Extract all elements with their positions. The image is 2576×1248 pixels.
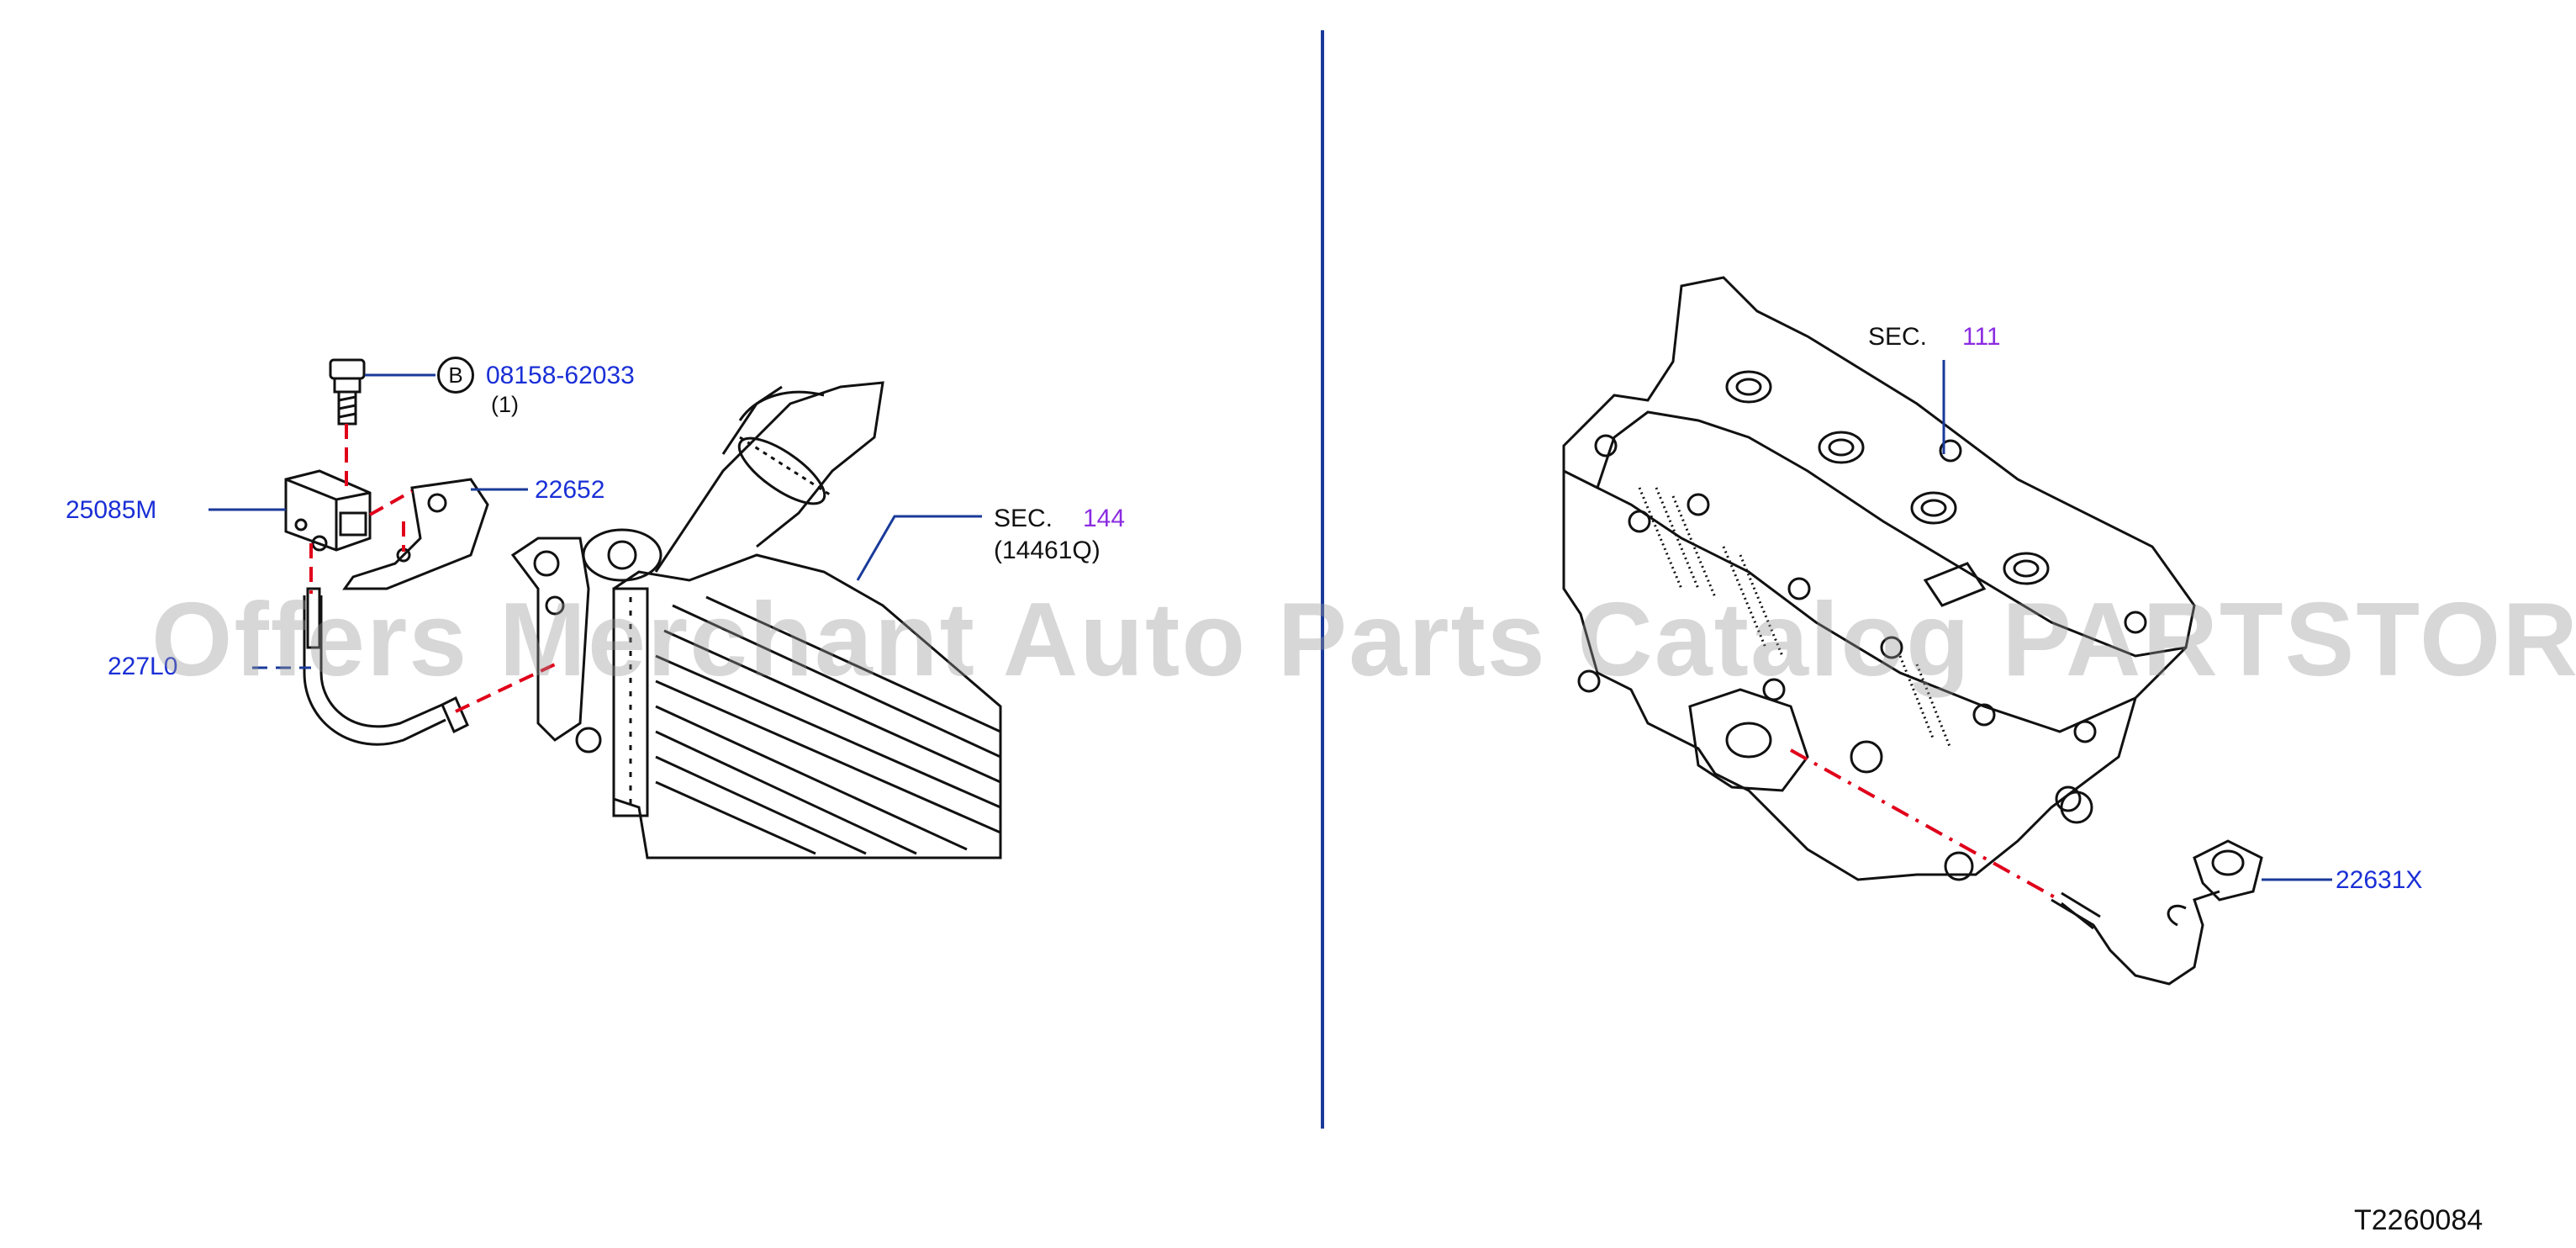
hose-part-number[interactable]: 227L0 xyxy=(108,653,178,680)
left-section-sub: (14461Q) xyxy=(994,537,1101,564)
bolt-callout-circle: B xyxy=(437,357,474,394)
hose-drawing xyxy=(303,587,469,746)
temp-sensor-part-number[interactable]: 22631X xyxy=(2336,866,2423,894)
cylinder-head-drawing xyxy=(1562,276,2263,986)
intercooler-drawing xyxy=(510,381,1002,859)
left-section-label: SEC. xyxy=(994,505,1053,532)
right-callout-leaders xyxy=(1942,360,2332,881)
right-assembly-line xyxy=(1790,748,2057,900)
bolt-part-number[interactable]: 08158-62033 xyxy=(486,362,635,389)
bolt-drawing xyxy=(329,358,366,426)
left-section-number[interactable]: 144 xyxy=(1083,505,1126,532)
bracket-part-number[interactable]: 22652 xyxy=(535,476,605,504)
sensor-part-number[interactable]: 25085M xyxy=(66,496,157,524)
diagram-id: T2260084 xyxy=(2354,1204,2484,1236)
left-callout-leaders xyxy=(209,373,982,669)
bolt-quantity: (1) xyxy=(491,392,519,417)
right-section-number[interactable]: 111 xyxy=(1962,323,2001,351)
sensor-drawing xyxy=(284,469,372,552)
right-section-label: SEC. xyxy=(1868,323,1928,351)
left-assembly-lines xyxy=(309,424,556,713)
